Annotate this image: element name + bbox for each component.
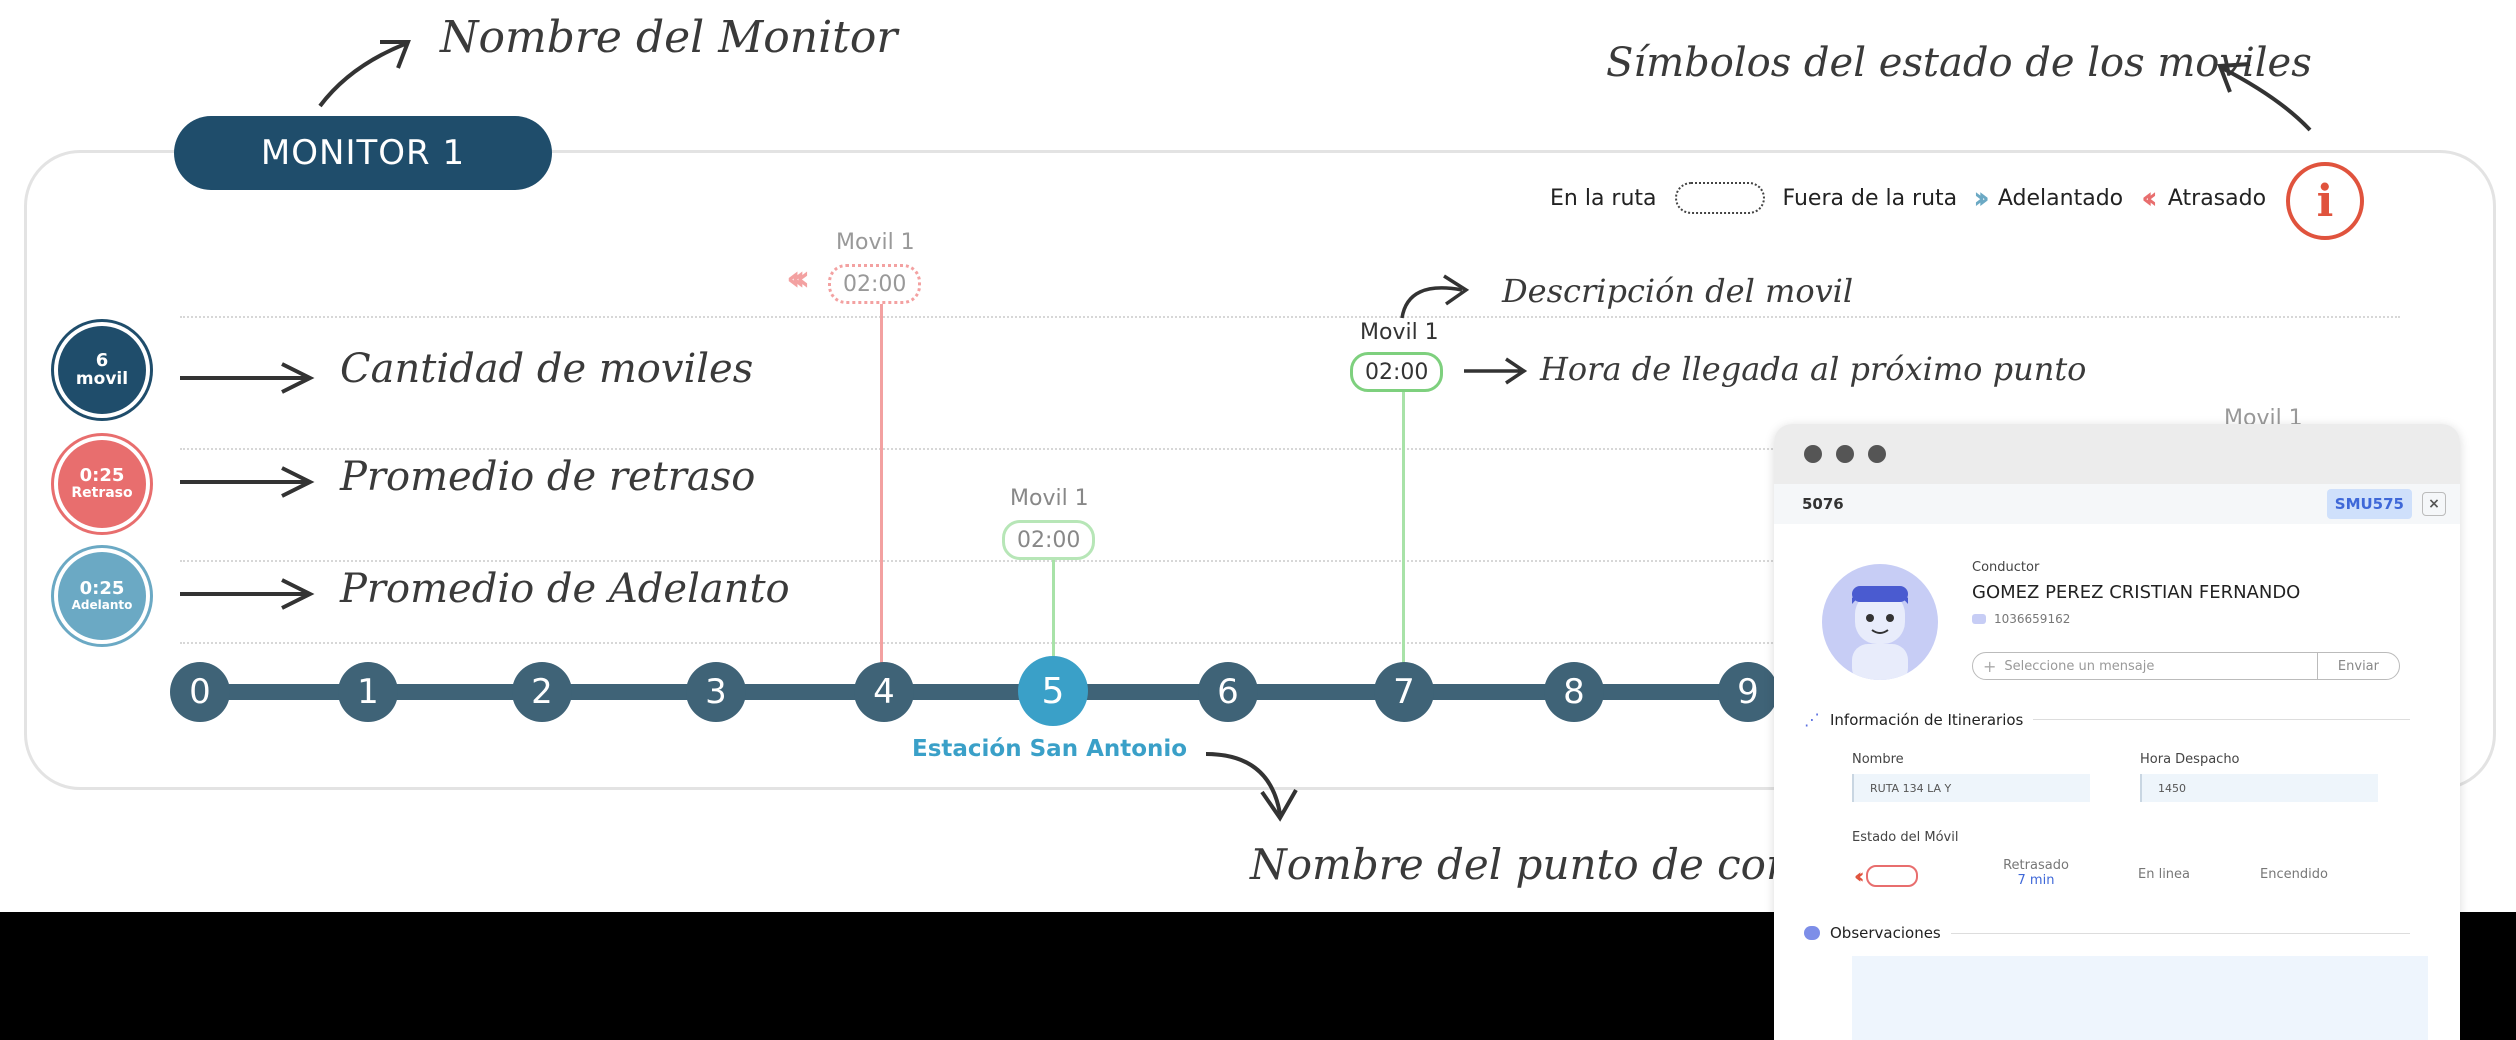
arrow-checkpoint-name: [1205, 752, 1298, 822]
black-bar: [2460, 912, 2516, 1040]
guide-line: [180, 560, 2400, 562]
status-pill-icon: [1866, 865, 1919, 887]
behind-chevron-icon: ‹‹‹: [786, 258, 810, 299]
annotation-arrival-time: Hora de llegada al próximo punto: [1540, 350, 2087, 388]
avg-advance-badge[interactable]: 0:25 Adelanto: [58, 552, 146, 640]
checkpoint-node[interactable]: 8: [1544, 662, 1604, 722]
route-icon: ⋰: [1804, 710, 1820, 729]
observations-section-title: Observaciones: [1804, 924, 2410, 942]
observations-field[interactable]: [1852, 956, 2428, 1040]
legend-off-route: Fuera de la ruta: [1782, 185, 1958, 211]
legend-ahead: Adelantado: [1997, 185, 2124, 211]
window-dot-icon[interactable]: [1868, 445, 1886, 463]
black-bar: [0, 912, 1774, 1040]
arrow-status-symbols: [2217, 62, 2312, 132]
legend-on-route: En la ruta: [1550, 185, 1657, 211]
itinerary-name-field[interactable]: RUTA 134 LA Y: [1852, 774, 2090, 802]
checkpoint-node[interactable]: 9: [1718, 662, 1778, 722]
status-legend: En la ruta Fuera de la ruta ›› Adelantad…: [1550, 178, 2266, 218]
arrow-arrival-time: [1464, 357, 1528, 385]
checkpoint-node[interactable]: 2: [512, 662, 572, 722]
vehicle-time-bubble[interactable]: 02:00: [1002, 520, 1096, 560]
close-button[interactable]: ×: [2422, 492, 2446, 516]
dispatch-time-field[interactable]: 1450: [2140, 774, 2378, 802]
driver-avatar-icon: [1852, 586, 1908, 680]
annotation-vehicle-description: Descripción del movil: [1502, 272, 1854, 310]
plate-badge: SMU575: [2326, 489, 2412, 519]
phone-icon: [1972, 614, 1986, 624]
vehicle-count-badge[interactable]: 6 movil: [58, 326, 146, 414]
checkpoint-node[interactable]: 3: [686, 662, 746, 722]
itinerary-section-title: ⋰ Información de Itinerarios: [1804, 710, 2410, 729]
window-dot-icon[interactable]: [1804, 445, 1822, 463]
status-engine-on: Encendido: [2260, 867, 2328, 882]
arrow-icon: [180, 362, 315, 394]
avatar: [1822, 564, 1938, 680]
message-select[interactable]: + Seleccione un mensaje Enviar: [1972, 652, 2400, 680]
popup-titlebar: [1774, 424, 2460, 484]
checkpoint-name: Estación San Antonio: [912, 736, 1188, 762]
route-track: [198, 684, 1758, 700]
vehicle-stem: [1402, 388, 1405, 688]
vehicle-time-bubble[interactable]: 02:00: [828, 264, 922, 304]
vehicle-name: Movil 1: [836, 230, 915, 255]
vehicle-name: Movil 1: [1010, 486, 1089, 511]
behind-chevron-icon: ‹‹: [2141, 180, 2157, 216]
vehicle-id: 5076: [1802, 495, 1844, 513]
comment-icon: [1804, 926, 1820, 940]
arrow-monitor-name: [318, 40, 411, 108]
annotation-checkpoint-name: Nombre del punto de control: [1250, 840, 1869, 889]
checkpoint-node[interactable]: 0: [170, 662, 230, 722]
vehicle-name: Movil 1: [2224, 406, 2303, 426]
vehicle-time-bubble[interactable]: 02:00: [1350, 352, 1444, 392]
avg-delay-badge[interactable]: 0:25 Retraso: [58, 440, 146, 528]
monitor-title[interactable]: MONITOR 1: [174, 116, 552, 190]
plus-icon: +: [1983, 656, 1997, 676]
window-dot-icon[interactable]: [1836, 445, 1854, 463]
status-delayed-text: Retrasado 7 min: [2003, 858, 2069, 888]
annotation-vehicle-count: Cantidad de moviles: [340, 346, 754, 392]
status-delayed-indicator: ‹‹: [1854, 864, 1919, 888]
guide-line: [180, 316, 2400, 318]
annotation-status-symbols: Símbolos del estado de los moviles: [1606, 40, 2312, 86]
vehicle-stem: [1052, 556, 1055, 666]
vehicle-status-label: Estado del Móvil: [1852, 830, 1959, 845]
annotation-monitor-name: Nombre del Monitor: [440, 12, 898, 63]
guide-line: [180, 642, 2400, 644]
driver-name: GOMEZ PEREZ CRISTIAN FERNANDO: [1972, 582, 2301, 603]
driver-phone-row: 1036659162: [1972, 612, 2070, 626]
info-icon[interactable]: i: [2286, 162, 2364, 240]
status-online: En linea: [2138, 867, 2191, 882]
driver-label: Conductor: [1972, 560, 2040, 575]
legend-behind: Atrasado: [2167, 185, 2267, 211]
annotation-avg-advance: Promedio de Adelanto: [340, 566, 790, 612]
send-button[interactable]: Enviar: [2316, 653, 2399, 679]
arrow-icon: [180, 578, 315, 610]
vehicle-detail-popup: 5076 SMU575 × Conductor GOMEZ PEREZ CRIS…: [1774, 424, 2460, 1040]
checkpoint-node[interactable]: 6: [1198, 662, 1258, 722]
arrow-icon: [180, 466, 315, 498]
checkpoint-node[interactable]: 7: [1374, 662, 1434, 722]
checkpoint-node[interactable]: 4: [854, 662, 914, 722]
itinerary-name-label: Nombre: [1852, 752, 1904, 767]
vehicle-stem: [880, 298, 883, 690]
arrow-vehicle-description: [1400, 274, 1470, 319]
annotation-avg-delay: Promedio de retraso: [340, 454, 756, 500]
dispatch-time-label: Hora Despacho: [2140, 752, 2240, 767]
behind-chevron-icon: ‹‹: [1854, 864, 1865, 888]
driver-phone: 1036659162: [1994, 612, 2071, 626]
ahead-chevron-icon: ››: [1973, 180, 1989, 216]
legend-dotted-pill-icon: [1674, 182, 1765, 214]
popup-id-bar: 5076 SMU575 ×: [1774, 484, 2460, 524]
guide-line: [180, 448, 2400, 450]
message-placeholder: Seleccione un mensaje: [2004, 658, 2155, 674]
vehicle-name: Movil 1: [1360, 320, 1439, 345]
checkpoint-node-active[interactable]: 5: [1018, 656, 1088, 726]
checkpoint-node[interactable]: 1: [338, 662, 398, 722]
